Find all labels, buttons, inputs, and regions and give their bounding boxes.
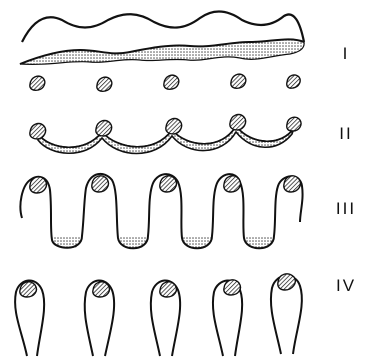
cell [92,176,109,192]
stage-label-i: I [324,44,368,64]
cell [97,77,112,91]
cell [30,177,47,193]
cell [230,115,246,130]
cell [166,119,182,134]
cell [231,74,246,88]
stage-ii-drawing [30,115,301,154]
stage-i-cells [30,74,300,91]
stage-label-ii: II [324,124,368,144]
cell [284,176,301,192]
stage-iv-drawing [15,274,302,356]
cell [96,121,112,136]
cell [30,76,45,90]
cell [287,75,300,88]
cell [224,176,241,192]
cell [30,124,46,139]
stage-i-drawing [20,11,304,91]
cell [160,176,177,192]
cell [160,282,177,297]
cell [278,274,295,290]
cell [93,282,110,297]
stage-iii-stippled-bottoms [52,236,274,249]
stage-i-upper-wave [22,11,304,42]
stage-iii-drawing [20,174,302,249]
cell [164,75,179,89]
cell [20,282,37,297]
cell [224,280,241,295]
stage-label-iii: III [324,199,368,219]
cell [287,117,301,131]
stage-label-iv: IV [324,276,368,296]
